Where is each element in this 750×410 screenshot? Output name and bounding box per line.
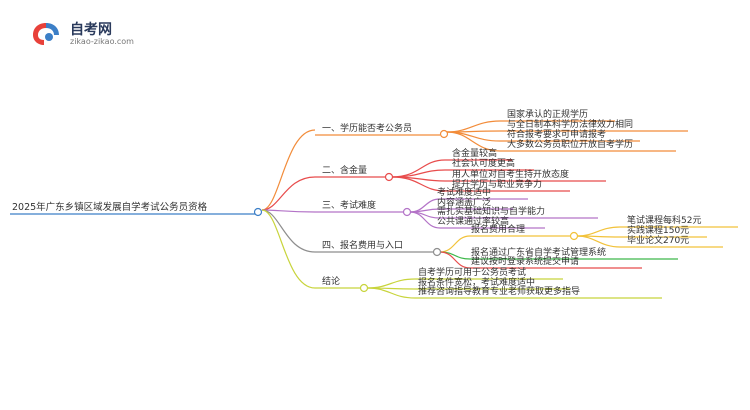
branch-1-item-4: 大多数公务员职位开放自考学历: [507, 140, 634, 150]
logo-title: 自考网: [70, 22, 112, 38]
connector-branch-3: [261, 209, 316, 213]
branch-3-item-4: 公共课通过率较高: [437, 217, 510, 227]
branch-3-item-3: 需扎实基础知识与自学能力: [437, 207, 546, 217]
branch-1-item-2: 与全日制本科学历法律效力相同: [507, 120, 634, 130]
fee-item-thesis: 毕业论文270元: [627, 236, 690, 246]
branch-3-item-2: 内容涵盖广泛: [437, 198, 492, 208]
branch-4-subtopic-fees: 报名费用合理: [471, 225, 526, 235]
site-logo[interactable]: 自考网 zikao-zikao.com: [30, 18, 140, 50]
connector-branch-5: [261, 209, 316, 289]
logo-url: zikao-zikao.com: [70, 37, 134, 46]
root-topic: 2025年广东乡镇区域发展自学考试公务员资格: [12, 202, 208, 213]
branch-2-item-3: 用人单位对自考生持开放态度: [452, 170, 570, 180]
fee-item-written-exam: 笔试课程每科52元: [627, 216, 702, 226]
branch-2-label: 二、含金量: [322, 166, 368, 176]
root-node-dot: [253, 207, 263, 217]
connector-branch-1: [261, 129, 316, 211]
branch-2-item-2: 社会认可度更高: [452, 159, 516, 169]
branch-2-item-1: 含金量较高: [452, 149, 498, 159]
fee-item-practice: 实践课程150元: [627, 226, 690, 236]
logo-mark-icon: [33, 23, 59, 45]
connector-branch-4: [261, 209, 316, 253]
branch-3-item-1: 考试难度适中: [437, 188, 492, 198]
branch-5-item-2: 报名条件宽松，考试难度适中: [418, 278, 536, 288]
branch-4-label: 四、报名费用与入口: [322, 241, 404, 251]
branch-1-item-1: 国家承认的正规学历: [507, 110, 589, 120]
branch-4-item-system: 报名通过广东省自学考试管理系统: [471, 248, 607, 258]
branch-5-item-1: 自考学历可用于公务员考试: [418, 268, 527, 278]
branch-4-item-submit: 建议按时登录系统提交申请: [471, 257, 580, 267]
branch-5-item-3: 推荐咨询指导教育专业老师获取更多指导: [418, 287, 581, 297]
branch-2-item-4: 提升学历与职业竞争力: [452, 180, 543, 190]
branch-1-item-3: 符合报考要求可申请报考: [507, 130, 607, 140]
connector-branch-2: [261, 176, 316, 211]
branch-3-label: 三、考试难度: [322, 201, 377, 211]
branch-1-label: 一、学历能否考公务员: [322, 124, 413, 134]
branch-5-label: 结论: [322, 277, 341, 287]
